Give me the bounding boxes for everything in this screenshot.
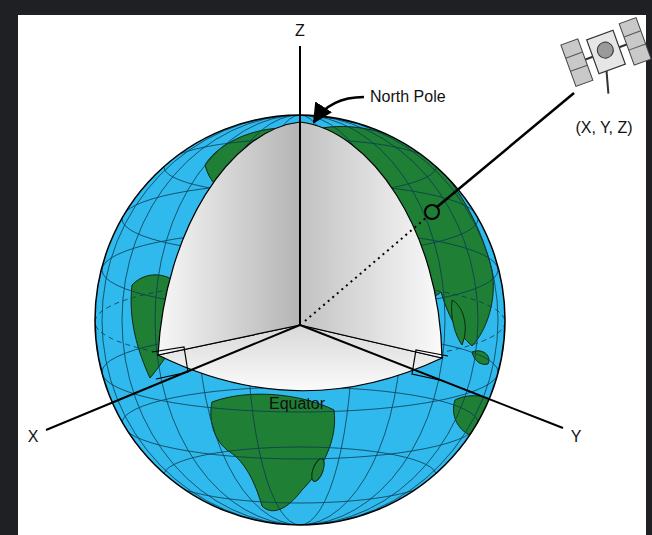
pole-label: North Pole	[370, 88, 446, 106]
satellite-leader	[437, 93, 574, 207]
page-ground	[18, 15, 646, 535]
coordinate-label: (X, Y, Z)	[575, 119, 632, 137]
axis-label: Z	[295, 22, 305, 40]
axis-label: Y	[571, 428, 582, 446]
meridian-face	[158, 122, 300, 355]
x-axis	[46, 325, 300, 430]
y-axis	[300, 325, 563, 428]
z-axis	[299, 46, 301, 325]
meridian-face	[300, 122, 442, 358]
axis-label: X	[28, 428, 39, 446]
continent	[453, 396, 500, 436]
equator-label: Equator	[269, 395, 325, 413]
continent	[452, 300, 466, 345]
position-vector	[305, 217, 427, 321]
pole-pointer	[314, 97, 364, 122]
axes	[46, 46, 563, 430]
continent	[211, 394, 335, 511]
satellite-icon	[561, 18, 652, 104]
continent	[309, 457, 327, 483]
position-marker	[425, 205, 439, 219]
